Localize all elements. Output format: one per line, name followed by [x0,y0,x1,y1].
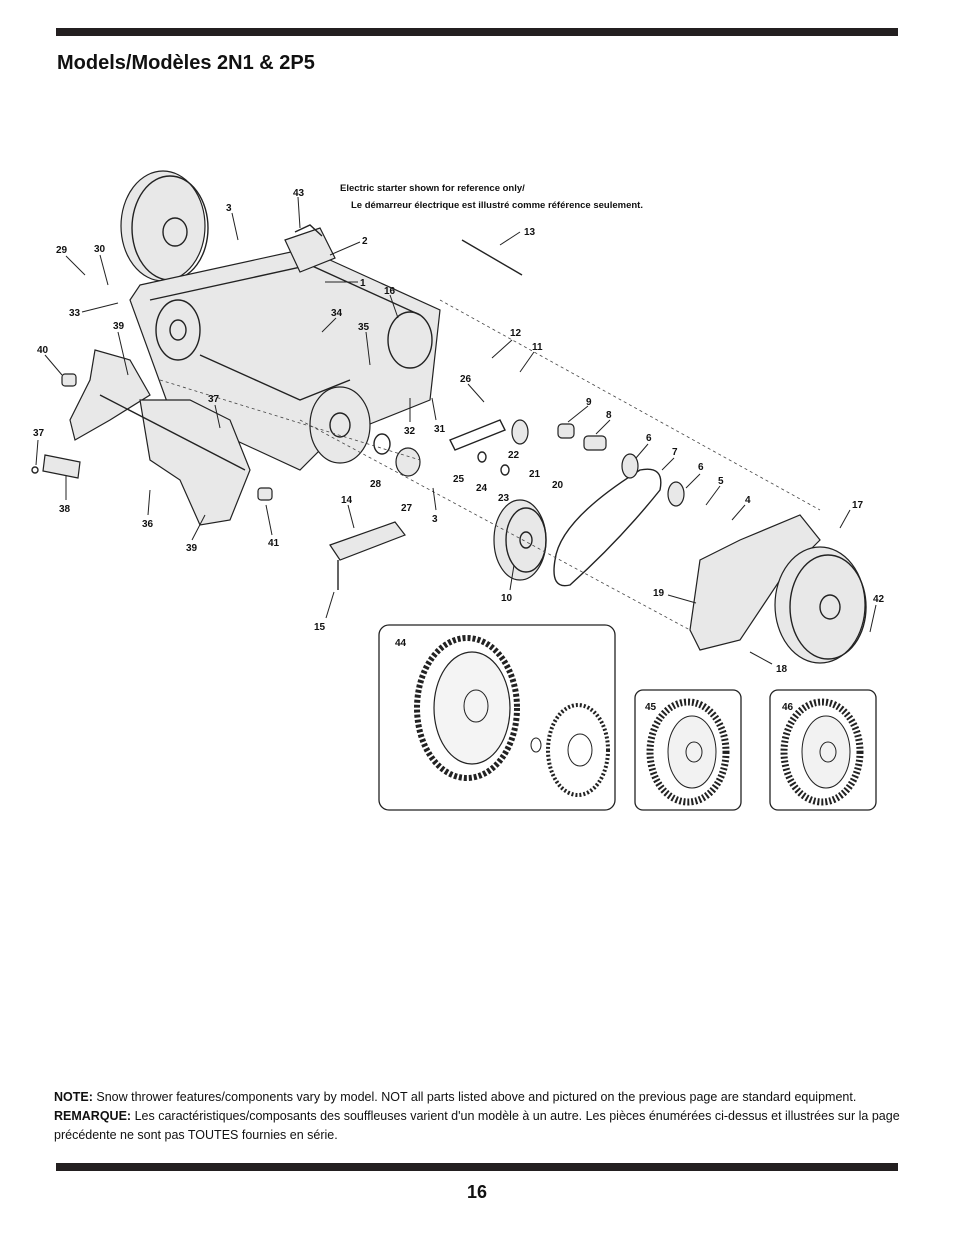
callout-26: 26 [460,374,472,385]
page-number: 16 [466,1182,488,1202]
wheel-left-illustration [120,170,209,282]
inset-44-label: 44 [395,638,407,649]
inset-46: 46 [769,689,877,811]
rod-illustration [461,239,523,276]
note-label-fr: REMARQUE: [54,1109,132,1123]
callout-30: 30 [94,244,106,255]
tread-wheel-with-hubcap-icon [414,635,610,797]
callout-37: 37 [208,394,220,405]
callout-8: 8 [606,410,612,421]
callout-14: 14 [341,495,353,506]
callout-6b: 6 [698,462,704,473]
callout-5: 5 [718,476,724,487]
bottom-rule [56,1163,898,1171]
inset-45: 45 [634,689,742,811]
wheel-right-illustration [774,546,867,664]
small-parts-left [31,373,273,501]
callout-34: 34 [331,308,343,319]
page-title: Models/Modèles 2N1 & 2P5 [57,52,315,74]
callout-38: 38 [59,504,71,515]
callout-36: 36 [142,519,154,530]
callout-4: 4 [745,495,751,506]
callout-18: 18 [776,664,788,675]
callout-7: 7 [672,447,678,458]
note-label: NOTE: [54,1090,93,1104]
callout-11: 11 [532,342,543,353]
diamond-tread-wheel-icon [646,698,730,806]
chute-control-illustration [329,521,406,590]
belt-cover-illustration [689,514,821,651]
callout-21: 21 [529,469,541,480]
callout-16: 16 [384,286,396,297]
note-text-fr: Les caractéristiques/composants des souf… [54,1109,900,1142]
callout-leaders [35,196,877,665]
pulley-belt-illustration [373,419,685,587]
reference-note-fr: Le démarreur électrique est illustré com… [351,200,643,211]
callout-39: 39 [113,321,125,332]
callout-13: 13 [524,227,536,238]
callout-labels: 43 3 2 1 13 29 30 33 39 40 16 34 35 12 1… [33,188,885,675]
callout-19: 19 [653,588,665,599]
note-fr: REMARQUE: Les caractéristiques/composant… [54,1107,904,1145]
inset-46-label: 46 [782,702,794,713]
callout-35: 35 [358,322,370,333]
callout-40: 40 [37,345,49,356]
callout-17: 17 [852,500,864,511]
callout-31: 31 [434,424,446,435]
callout-2: 2 [362,236,368,247]
callout-1: 1 [360,278,366,289]
callout-24: 24 [476,483,488,494]
assembly-axis-lines [159,299,821,631]
callout-15: 15 [314,622,326,633]
callout-37b: 37 [33,428,45,439]
callout-10: 10 [501,593,513,604]
callout-43: 43 [293,188,305,199]
inset-44: 44 [378,624,616,811]
diamond-tread-wheel-icon [780,698,864,806]
callout-29: 29 [56,245,68,256]
auger-illustration [69,349,251,526]
note-block: NOTE: Snow thrower features/components v… [54,1088,904,1145]
callout-39b: 39 [186,543,198,554]
callout-27: 27 [401,503,413,514]
callout-25: 25 [453,474,465,485]
callout-23: 23 [498,493,510,504]
callout-33: 33 [69,308,81,319]
callout-22: 22 [508,450,520,461]
callout-42: 42 [873,594,885,605]
callout-9: 9 [586,397,592,408]
callout-3: 3 [226,203,232,214]
callout-3b: 3 [432,514,438,525]
note-en: NOTE: Snow thrower features/components v… [54,1088,904,1107]
callout-20: 20 [552,480,564,491]
reference-note-en: Electric starter shown for reference onl… [340,183,525,194]
inset-45-label: 45 [645,702,657,713]
top-rule [56,28,898,36]
callout-28: 28 [370,479,382,490]
callout-32: 32 [404,426,416,437]
note-text: Snow thrower features/components vary by… [96,1090,857,1104]
callout-41: 41 [268,538,280,549]
electric-starter-illustration [284,224,336,273]
callout-12: 12 [510,328,522,339]
callout-6: 6 [646,433,652,444]
